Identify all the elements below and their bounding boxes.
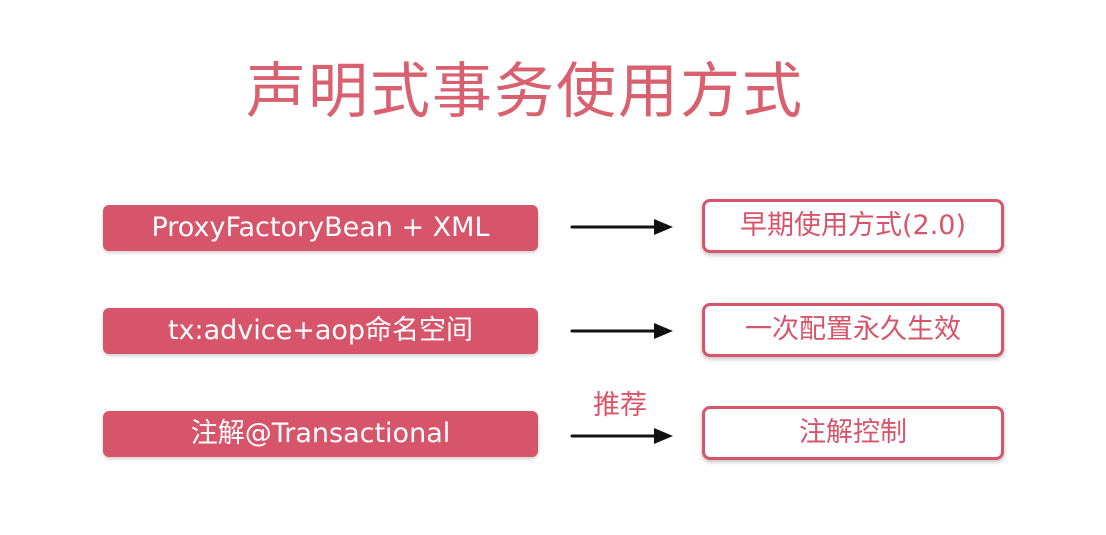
result-box-annotation-control: 注解控制	[702, 406, 1004, 460]
approach-box-annotation: 注解@Transactional	[103, 411, 538, 457]
slide-title: 声明式事务使用方式	[246, 57, 804, 127]
recommended-label: 推荐	[593, 390, 647, 421]
approach-box-tx-advice: tx:advice+aop命名空间	[103, 308, 538, 354]
arrow-right-icon	[570, 428, 673, 444]
arrow-right-icon	[570, 323, 673, 339]
result-box-early-usage: 早期使用方式(2.0)	[702, 199, 1004, 253]
approach-box-proxyfactorybean: ProxyFactoryBean + XML	[103, 205, 538, 251]
arrow-right-icon	[570, 219, 673, 235]
result-box-configure-once: 一次配置永久生效	[702, 303, 1004, 357]
